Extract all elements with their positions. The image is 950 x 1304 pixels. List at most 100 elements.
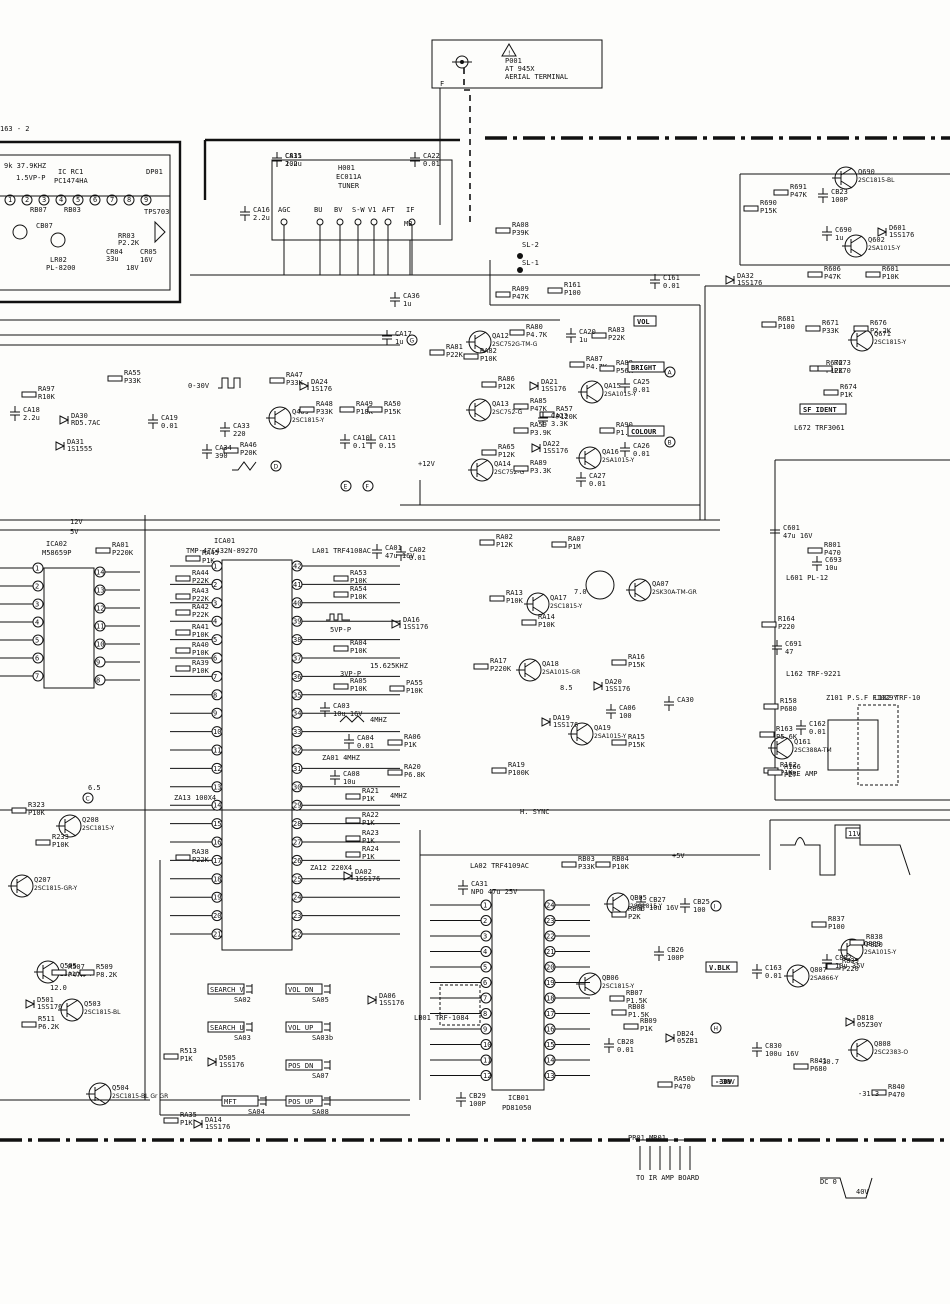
ic-a01-pin-label: 13 <box>213 783 221 791</box>
svg-text:!: ! <box>508 50 510 57</box>
resistor-body <box>333 683 349 690</box>
resistor-ref: RB09 <box>640 1017 657 1025</box>
resistor-ref: RA14 <box>538 613 555 621</box>
ic-b01: ICB01 PD81050 12345678910111224232221201… <box>430 889 590 1112</box>
transistor-part: 2SC1815-Y <box>874 339 907 346</box>
resistor-body <box>865 271 881 278</box>
resistor-body <box>623 1023 639 1030</box>
capacitor-plates <box>680 898 690 913</box>
tuner-label: TUNER <box>338 182 360 190</box>
receiver-part-label: CR04 <box>106 248 123 256</box>
ic-b01-pin-label: 1 <box>483 902 487 910</box>
transistor-leads <box>842 235 863 257</box>
capacitor-value: 390 <box>215 452 228 460</box>
resistor-ref: R601 <box>882 265 899 273</box>
receiver-pin-label: 5 <box>76 196 80 204</box>
ic-a01-pin-label: 38 <box>293 636 301 644</box>
resistor-ref: R509 <box>96 963 113 971</box>
resistor-ref: RA42 <box>192 603 209 611</box>
za12-label: ZA12 220X4 <box>310 864 352 872</box>
diode-part: 1SS176 <box>205 1123 230 1131</box>
transistor-part: 2SA1015-Y <box>604 391 637 398</box>
resistor-body <box>95 547 111 554</box>
resistor-value: P8.2K <box>96 971 118 979</box>
capacitor-ref: CA26 <box>633 442 650 450</box>
ic-a02-pin-label: 3 <box>35 601 39 609</box>
wave-15625: 15.625KHZ <box>370 662 408 670</box>
switch-label: POS DN <box>288 1062 313 1070</box>
diode-symbol <box>725 275 736 285</box>
resistor-value: P1K <box>180 1055 193 1063</box>
resistor-ref: RA65 <box>498 443 515 451</box>
switch-label: POS UP <box>288 1098 313 1106</box>
resistor-value: P12K <box>498 383 516 391</box>
resistor-body <box>339 406 355 413</box>
transistor-ref: QA16 <box>602 448 619 456</box>
transistor-ref: Q690 <box>858 168 875 176</box>
ic-a01: ICA01 TMP-47C432N-8927O 1234567891011121… <box>170 537 400 951</box>
node-circle <box>710 1022 722 1034</box>
diode-symbol <box>845 1017 856 1027</box>
node-circle <box>340 480 352 492</box>
node-circle <box>82 792 94 804</box>
resistor-ref: R166 <box>784 763 801 771</box>
transistor-part: 2SA1015-GR <box>542 669 580 676</box>
signal-tag: COLOUR <box>627 425 665 437</box>
capacitor-value: 0.01 <box>617 1046 634 1054</box>
transistor-ref: QA14 <box>494 460 511 468</box>
resistor-value: P33K <box>578 863 596 871</box>
resistor-value: P10K <box>882 273 900 281</box>
capacitor: CA30 <box>664 696 694 711</box>
capacitor-value: 100P <box>469 1100 486 1108</box>
resistor-value: P12K <box>498 451 516 459</box>
rail-labels: 12V 5V +12V +5V -30V H. SYNC <box>70 460 736 1086</box>
node-circle <box>710 900 722 912</box>
resistor-body <box>495 227 511 234</box>
resistor-value: P56K <box>616 367 634 375</box>
diode-part: 1SS176 <box>889 231 914 239</box>
resistor-ref: RA01 <box>112 541 129 549</box>
resistor-ref: R691 <box>790 183 807 191</box>
diode-part: RD5.7AC <box>71 419 101 427</box>
transistor-leads <box>784 965 805 987</box>
lb01-label: LB01 TRF-1084 <box>414 1014 469 1022</box>
resistor-value: P1K <box>362 819 375 827</box>
resistor-body <box>561 861 577 868</box>
capacitor-ref: C691 <box>785 640 802 648</box>
receiver-part-label: RB07 <box>30 206 47 214</box>
resistor-ref: R513 <box>180 1047 197 1055</box>
capacitor-value: 0.01 <box>357 742 374 750</box>
resistor-body <box>223 447 239 454</box>
receiver-freq: 9k 37.9KHZ <box>4 162 46 170</box>
receiver-pin <box>55 194 67 206</box>
ic-a01-pin-label: 8 <box>213 691 217 699</box>
resistor-value: P220 <box>778 623 795 631</box>
receiver-pin-label: 4 <box>59 196 63 204</box>
diode-symbol <box>391 619 402 629</box>
transistor-leads <box>576 447 597 469</box>
resistor-body <box>175 665 191 672</box>
resistor-body <box>551 541 567 548</box>
ic-a02-pin-label: 14 <box>96 569 104 577</box>
waveform-labels: 0-30V 5VP-P 15.625KHZ 4MHZ 4MHZ 3VP-P <box>188 377 408 800</box>
